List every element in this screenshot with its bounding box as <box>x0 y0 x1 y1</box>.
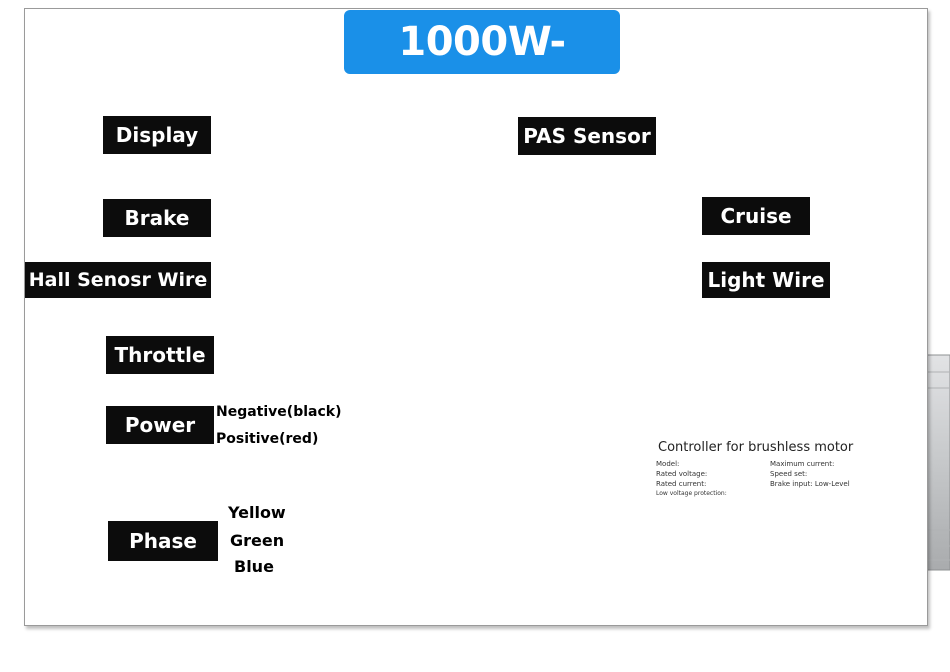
phase-blue-text: Blue <box>234 557 274 576</box>
label-light-wire: Light Wire <box>702 262 830 298</box>
phase-green-text: Green <box>230 531 285 550</box>
label-phase: Phase <box>108 521 218 561</box>
power-negative-text: Negative(black) <box>216 404 342 420</box>
label-cruise: Cruise <box>702 197 810 235</box>
controller-rated-current: Rated current: <box>656 480 707 488</box>
controller-brake-input: Brake input: Low-Level <box>770 480 850 488</box>
controller-heading: Controller for brushless motor <box>658 440 854 455</box>
controller-maximum-current: Maximum current: <box>770 460 835 468</box>
label-power: Power <box>106 406 214 444</box>
controller-rated-voltage: Rated voltage: <box>656 470 708 478</box>
label-display: Display <box>103 116 211 154</box>
power-positive-text: Positive(red) <box>216 431 319 447</box>
label-hall-sensor-wire: Hall Senosr Wire <box>25 262 211 298</box>
controller-speed-set: Speed set: <box>770 470 808 478</box>
controller-low-voltage-protection: Low voltage protection: <box>656 490 727 497</box>
label-throttle: Throttle <box>106 336 214 374</box>
controller-model: Model: <box>656 460 680 468</box>
label-pas-sensor: PAS Sensor <box>518 117 656 155</box>
phase-yellow-text: Yellow <box>228 503 286 522</box>
page-title: 1000W-1500W <box>344 10 620 129</box>
label-brake: Brake <box>103 199 211 237</box>
